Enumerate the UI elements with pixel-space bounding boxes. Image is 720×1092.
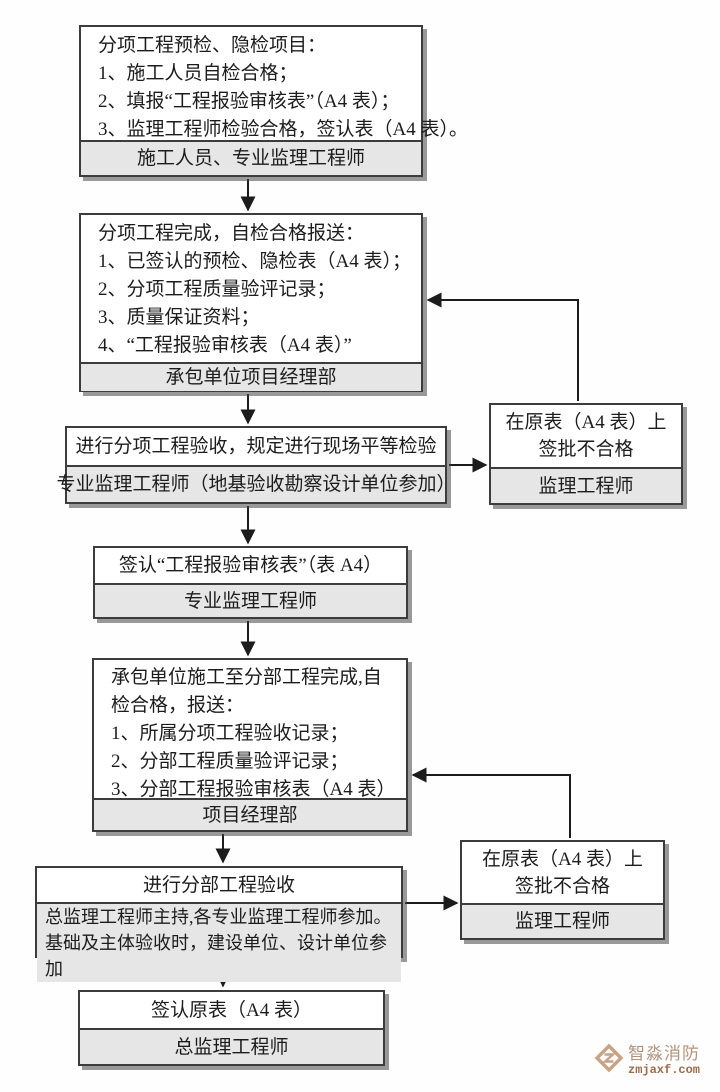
reject-on-original-form-role-1: 监理工程师 bbox=[491, 467, 681, 503]
reject-on-original-form-body-1: 在原表（A4 表）上 签批不合格 bbox=[491, 405, 681, 467]
body-text-line: 签认原表（A4 表） bbox=[151, 999, 312, 1021]
step-sign-review-form-role: 专业监理工程师 bbox=[95, 583, 406, 617]
body-text-line: 1、已签认的预检、隐检表（A4 表）； bbox=[98, 251, 411, 272]
connector-rbox2-to-box5-arrow bbox=[411, 767, 571, 838]
step-subitem-preinspection-body: 分项工程预检、隐检项目： 1、施工人员自检合格； 2、填报“工程报验审核表”（A… bbox=[81, 27, 468, 140]
footer-text: 施工人员、专业监理工程师 bbox=[136, 148, 365, 169]
step-subdivision-complete-submit-role: 项目经理部 bbox=[94, 798, 406, 830]
step-subdivision-acceptance-box: 进行分部工程验收 总监理工程师主持,各专业监理工程师参加。基础及主体验收时，建设… bbox=[35, 866, 403, 982]
body-text-line: 分项工程预检、隐检项目： bbox=[98, 35, 327, 56]
step-sign-original-form-box: 签认原表（A4 表） 总监理工程师 bbox=[78, 990, 385, 1066]
body-text-line: 签批不合格 bbox=[538, 439, 634, 460]
reject-on-original-form-role-2: 监理工程师 bbox=[462, 903, 663, 938]
body-text-line: 进行分部工程验收 bbox=[142, 874, 295, 896]
body-text-line: 承包单位施工至分部工程完成,自检合格，报送： bbox=[111, 667, 382, 716]
step-sign-original-form-role: 总监理工程师 bbox=[80, 1028, 383, 1064]
body-text-line: 进行分项工程验收，规定进行现场平等检验 bbox=[75, 436, 437, 457]
step-subitem-complete-submit-role: 承包单位项目经理部 bbox=[81, 362, 421, 391]
footer-text: 监理工程师 bbox=[514, 911, 610, 932]
body-text-line: 3、分部工程报验审核表（A4 表） bbox=[111, 779, 396, 800]
connector-rbox1-to-box2-arrow bbox=[426, 292, 579, 401]
body-text-line: 在原表（A4 表）上 bbox=[505, 412, 667, 433]
footer-text: 专业监理工程师（地基验收勘察设计单位参加） bbox=[56, 474, 456, 495]
body-text-line: 2、填报“工程报验审核表”（A4 表）； bbox=[98, 91, 400, 112]
step-sign-review-form-body: 签认“工程报验审核表”（表 A4） bbox=[95, 548, 406, 583]
step-subdivision-acceptance-body: 进行分部工程验收 bbox=[37, 868, 401, 902]
body-text-line: 签认“工程报验审核表”（表 A4） bbox=[118, 555, 383, 576]
reject-on-original-form-box-2: 在原表（A4 表）上 签批不合格 监理工程师 bbox=[460, 840, 665, 940]
step-subitem-complete-submit-body: 分项工程完成，自检合格报送： 1、已签认的预检、隐检表（A4 表）； 2、分项工… bbox=[81, 215, 421, 362]
body-text-line: 签批不合格 bbox=[514, 875, 610, 897]
step-subitem-acceptance-body: 进行分项工程验收，规定进行现场平等检验 bbox=[67, 428, 445, 465]
watermark-brand: 智淼消防 bbox=[628, 1044, 700, 1063]
step-subdivision-acceptance-role: 总监理工程师主持,各专业监理工程师参加。基础及主体验收时，建设单位、设计单位参加 bbox=[37, 902, 401, 982]
step-subitem-acceptance-box: 进行分项工程验收，规定进行现场平等检验 专业监理工程师（地基验收勘察设计单位参加… bbox=[57, 426, 456, 504]
reject-on-original-form-body-2: 在原表（A4 表）上 签批不合格 bbox=[462, 842, 663, 903]
footer-text: 监理工程师 bbox=[538, 475, 634, 497]
body-text-line: 1、所属分项工程验收记录； bbox=[111, 723, 349, 744]
body-text-line: 3、质量保证资料； bbox=[98, 307, 260, 328]
body-text-line: 2、分项工程质量验评记录； bbox=[98, 279, 336, 300]
watermark-url: zmjaxf.com bbox=[628, 1063, 701, 1077]
body-text-line: 4、“工程报验审核表（A4 表）” bbox=[98, 335, 352, 356]
watermark: 智淼消防 zmjaxf.com bbox=[594, 1042, 700, 1079]
step-subdivision-complete-submit-body: 承包单位施工至分部工程完成,自检合格，报送： 1、所属分项工程验收记录； 2、分… bbox=[94, 660, 406, 800]
reject-on-original-form-box-1: 在原表（A4 表）上 签批不合格 监理工程师 bbox=[489, 403, 683, 505]
diamond-z-logo-icon bbox=[594, 1042, 624, 1079]
step-subitem-preinspection-box: 分项工程预检、隐检项目： 1、施工人员自检合格； 2、填报“工程报验审核表”（A… bbox=[79, 25, 468, 177]
step-subitem-complete-submit-box: 分项工程完成，自检合格报送： 1、已签认的预检、隐检表（A4 表）； 2、分项工… bbox=[79, 213, 423, 392]
step-subitem-acceptance-role: 专业监理工程师（地基验收勘察设计单位参加） bbox=[57, 465, 456, 502]
footer-text: 专业监理工程师 bbox=[183, 590, 317, 612]
footer-text: 承包单位项目经理部 bbox=[165, 367, 337, 388]
step-subdivision-complete-submit-box: 承包单位施工至分部工程完成,自检合格，报送： 1、所属分项工程验收记录； 2、分… bbox=[92, 658, 408, 832]
body-text-line: 3、监理工程师检验合格，签认表（A4 表）。 bbox=[98, 119, 468, 140]
body-text-line: 2、分部工程质量验评记录； bbox=[111, 751, 349, 772]
body-text-line: 1、施工人员自检合格； bbox=[98, 63, 298, 84]
body-text-line: 分项工程完成，自检合格报送： bbox=[98, 223, 365, 244]
step-subitem-preinspection-role: 施工人员、专业监理工程师 bbox=[81, 140, 421, 175]
step-sign-original-form-body: 签认原表（A4 表） bbox=[80, 992, 383, 1028]
step-sign-review-form-box: 签认“工程报验审核表”（表 A4） 专业监理工程师 bbox=[93, 546, 408, 619]
body-text-line: 在原表（A4 表）上 bbox=[482, 848, 643, 870]
footer-text: 项目经理部 bbox=[202, 804, 298, 826]
footer-text: 总监理工程师主持,各专业监理工程师参加。基础及主体验收时，建设单位、设计单位参加 bbox=[45, 907, 392, 979]
footer-text: 总监理工程师 bbox=[174, 1036, 289, 1058]
